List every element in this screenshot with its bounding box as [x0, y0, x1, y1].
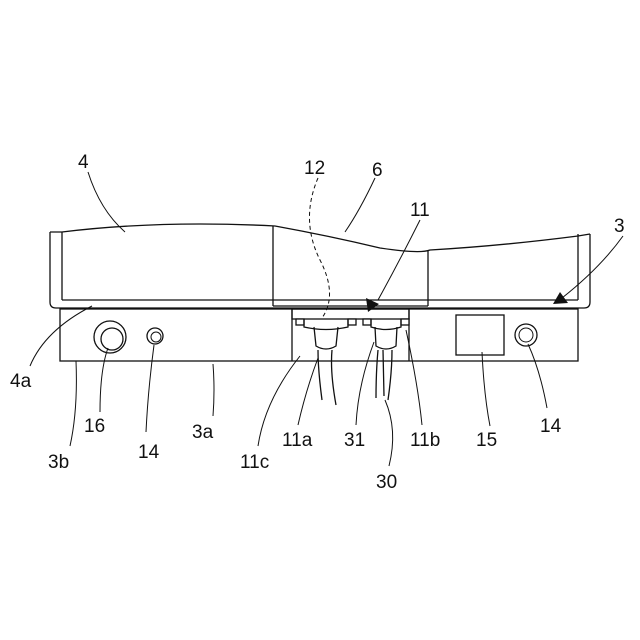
- arrowhead-3: [553, 292, 568, 304]
- label-6: 6: [372, 160, 383, 181]
- label-11c: 11c: [240, 452, 269, 473]
- label-16: 16: [84, 416, 105, 437]
- base-housing-3: [60, 309, 578, 361]
- display-15: [456, 315, 504, 355]
- cables-30: [318, 350, 392, 405]
- label-12: 12: [304, 158, 325, 179]
- label-11a: 11a: [282, 430, 313, 451]
- button-14-left: [147, 328, 163, 344]
- label-4: 4: [78, 152, 89, 173]
- label-3a: 3a: [192, 422, 214, 443]
- label-3b: 3b: [48, 452, 69, 473]
- label-31: 31: [344, 430, 365, 451]
- label-11: 11: [410, 200, 430, 221]
- label-4a: 4a: [10, 371, 32, 392]
- label-30: 30: [376, 472, 397, 493]
- cover-member-6: [273, 226, 428, 306]
- label-11b: 11b: [410, 430, 440, 451]
- label-14-left: 14: [138, 442, 160, 463]
- label-14-right: 14: [540, 416, 562, 437]
- label-15: 15: [476, 430, 497, 451]
- upper-cover-4: [50, 224, 590, 308]
- knob-16: [94, 321, 126, 353]
- button-14-right: [515, 324, 537, 346]
- label-3: 3: [614, 216, 625, 237]
- connector-11: [292, 309, 409, 349]
